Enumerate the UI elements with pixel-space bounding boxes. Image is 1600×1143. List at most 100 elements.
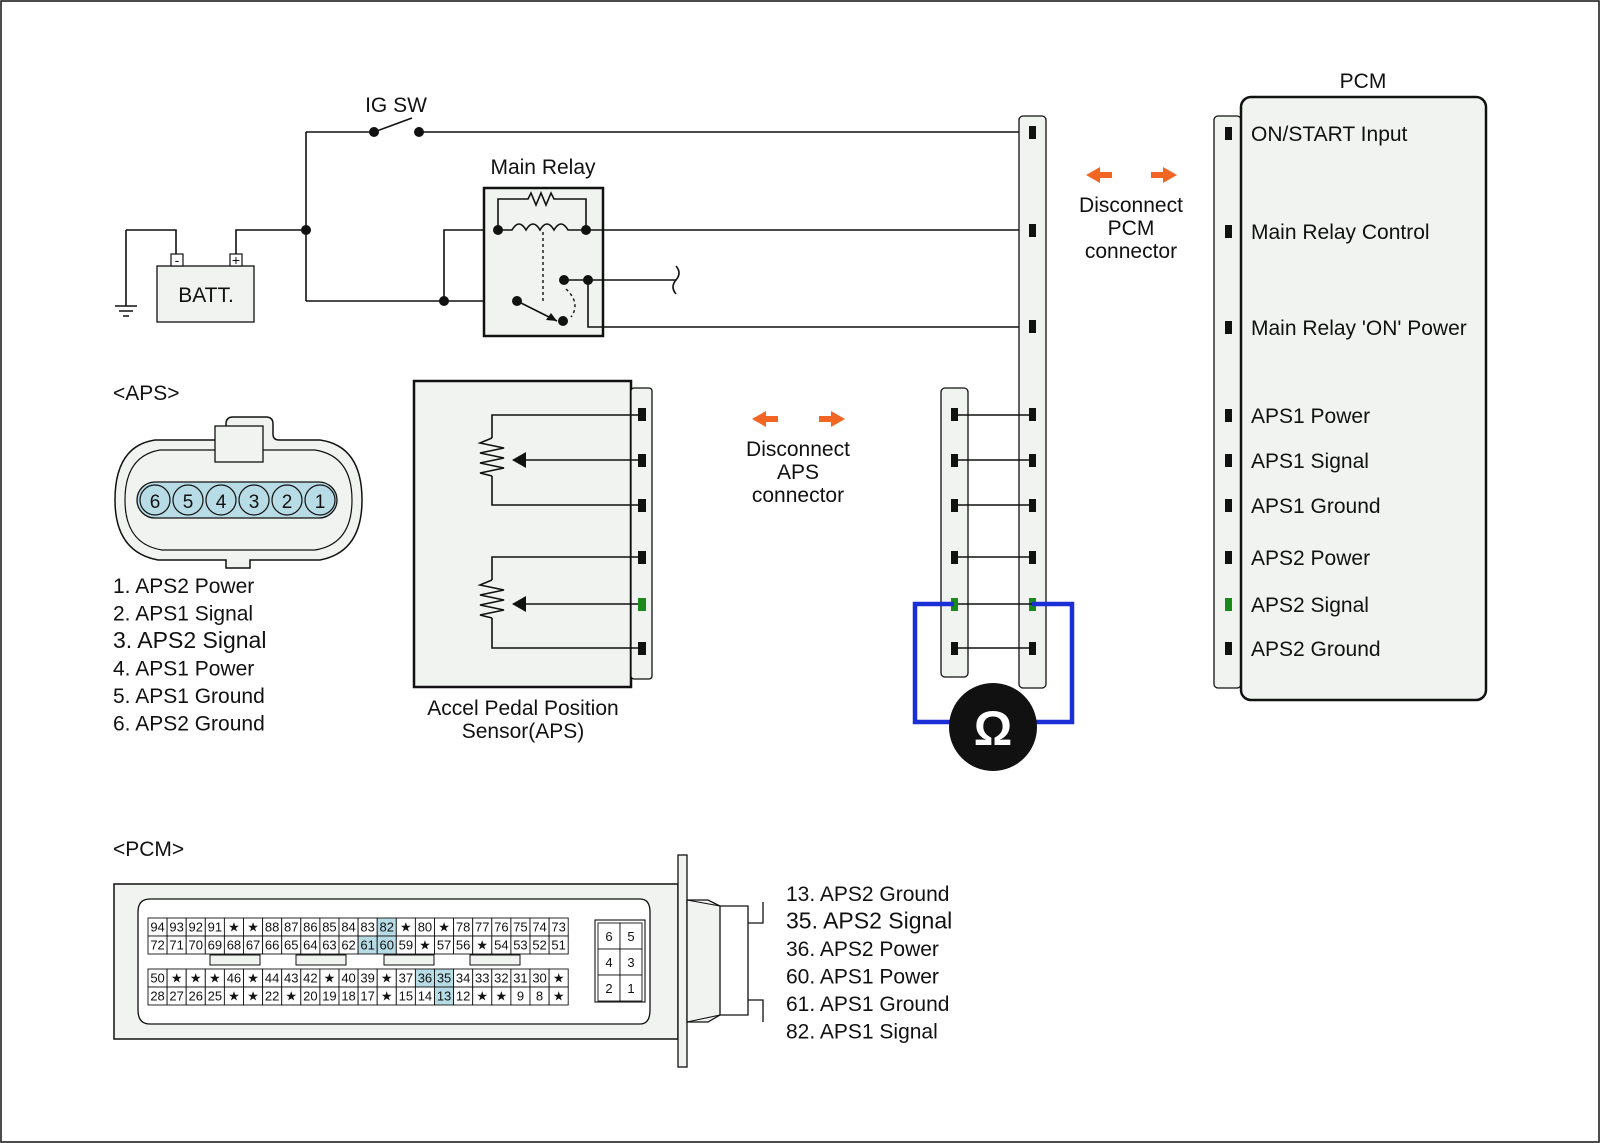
pcm-pin-label: Main Relay 'ON' Power	[1251, 317, 1467, 340]
pcm-cavity-number: 28	[150, 989, 164, 1004]
disconnect-aps-line2: APS	[777, 461, 819, 484]
pcm-pin-square	[1225, 551, 1232, 564]
pcm-cavity-number: 75	[513, 920, 527, 935]
pcm-cavity-number: 85	[322, 920, 336, 935]
pcm-cavity-number: 42	[303, 971, 317, 986]
pcm-cavity-number: ★	[419, 938, 431, 953]
pcm-block-number: 2	[605, 981, 612, 996]
pcm-pin-square	[1225, 454, 1232, 467]
aps-cavity-number: 3	[249, 492, 260, 513]
pcm-block-number: 6	[605, 929, 612, 944]
pcm-block-cavity	[619, 974, 643, 1002]
aps-legend-item: 2. APS1 Signal	[113, 603, 253, 626]
pcm-cavity-number: 80	[418, 920, 432, 935]
pcm-cavity-number: 92	[189, 920, 203, 935]
pcm-cavity-number: ★	[228, 920, 240, 935]
pcm-legend-item: 35. APS2 Signal	[786, 908, 952, 934]
aps-cavity	[271, 484, 303, 516]
aps-cavity	[205, 484, 237, 516]
pcm-cavity	[548, 935, 569, 955]
pcm-pin-label: APS2 Power	[1251, 547, 1370, 570]
disconnect-aps-line3: connector	[752, 484, 844, 507]
battery-plus: +	[232, 252, 240, 268]
pcm-pin-square	[1225, 499, 1232, 512]
pcm-pin-square	[1225, 127, 1232, 140]
pcm-pin-square	[1225, 409, 1232, 422]
aps-cavity-number: 5	[183, 492, 194, 513]
pcm-cavity-number: 36	[418, 971, 432, 986]
pcm-cavity-number: 74	[532, 920, 546, 935]
aps-cavity-number: 4	[216, 492, 227, 513]
pcm-cavity-number: 56	[456, 938, 470, 953]
aps-cavity-number: 1	[315, 492, 326, 513]
pcm-cavity-number: 8	[536, 989, 543, 1004]
pcm-cavity-number: ★	[438, 920, 450, 935]
battery	[156, 265, 255, 323]
pcm-key-slot	[295, 954, 347, 966]
pcm-key-slot	[383, 954, 435, 966]
pcm-cavity-number: 64	[303, 938, 317, 953]
pcm-cavity-number: ★	[553, 989, 565, 1004]
pcm-cavity-number: 67	[246, 938, 260, 953]
pcm-cavity-number: 61	[360, 938, 374, 953]
aps-legend-item: 4. APS1 Power	[113, 658, 254, 681]
pcm-pin-label: APS1 Power	[1251, 405, 1370, 428]
pcm-cavity-number: 32	[494, 971, 508, 986]
pcm-cavity-number: ★	[476, 938, 488, 953]
pcm-cavity-number: 77	[475, 920, 489, 935]
disconnect-pcm-line1: Disconnect	[1079, 194, 1183, 217]
pcm-cavity-number: 40	[341, 971, 355, 986]
battery-minus: -	[175, 252, 180, 268]
battery-label: BATT.	[178, 284, 234, 307]
pcm-pin-label: Main Relay Control	[1251, 221, 1430, 244]
pcm-cavity-number: 33	[475, 971, 489, 986]
aps-cavity	[304, 484, 336, 516]
pcm-cavity-number: 91	[208, 920, 222, 935]
pcm-cavity-number: 72	[150, 938, 164, 953]
pcm-cavity-number: 53	[513, 938, 527, 953]
ohmmeter: Ω	[912, 601, 1075, 771]
pcm-cavity-number: ★	[171, 971, 183, 986]
pcm-cavity-number: ★	[400, 920, 412, 935]
pcm-cavity-number: 37	[399, 971, 413, 986]
pcm-cavity-number: 63	[322, 938, 336, 953]
pcm-cavity-number: 51	[551, 938, 565, 953]
pcm-cavity-number: 57	[437, 938, 451, 953]
pcm-cavity-number: 50	[150, 971, 164, 986]
aps-sensor-label-line2: Sensor(APS)	[462, 720, 585, 743]
pcm-cavity-number: 27	[169, 989, 183, 1004]
disconnect-aps-arrows	[752, 411, 845, 427]
pcm-cavity-number: 87	[284, 920, 298, 935]
pcm-cavity-number: 14	[418, 989, 432, 1004]
pcm-cavity-number: 71	[169, 938, 183, 953]
pcm-pin-label: APS2 Ground	[1251, 638, 1381, 661]
pcm-cavity-number: 9	[517, 989, 524, 1004]
pcm-pin-square	[1225, 598, 1232, 611]
pcm-cavity-number: 43	[284, 971, 298, 986]
aps-section-title: <APS>	[113, 382, 180, 405]
pcm-pin-square	[1225, 225, 1232, 238]
aps-sensor: Accel Pedal Position Sensor(APS)	[412, 379, 653, 743]
pcm-cavity-number: 15	[399, 989, 413, 1004]
disconnect-pcm-arrows	[1086, 167, 1177, 183]
pcm-block-number: 5	[627, 929, 634, 944]
pcm-cavity-number: 31	[513, 971, 527, 986]
aps-legend-item: 1. APS2 Power	[113, 575, 254, 598]
pcm-cavity-number: 66	[265, 938, 279, 953]
pcm-cavity-number: 82	[380, 920, 394, 935]
ig-switch-label: IG SW	[365, 94, 427, 117]
main-relay-label: Main Relay	[490, 156, 596, 179]
pcm-cavity-number: 62	[341, 938, 355, 953]
aps-cavity-number: 2	[282, 492, 293, 513]
pcm-pin-label: ON/START Input	[1251, 123, 1408, 146]
pcm-cavity-number: ★	[496, 989, 508, 1004]
pcm-cavity-number: 17	[360, 989, 374, 1004]
pcm-cavity-number: ★	[381, 989, 393, 1004]
pcm-section-title: <PCM>	[113, 838, 184, 861]
pcm-cavity-number: ★	[228, 989, 240, 1004]
pcm-cavity-number: 86	[303, 920, 317, 935]
pcm-cavity-number: ★	[247, 989, 259, 1004]
pcm-cavity-number: ★	[285, 989, 297, 1004]
pcm-cavity-number: 34	[456, 971, 470, 986]
